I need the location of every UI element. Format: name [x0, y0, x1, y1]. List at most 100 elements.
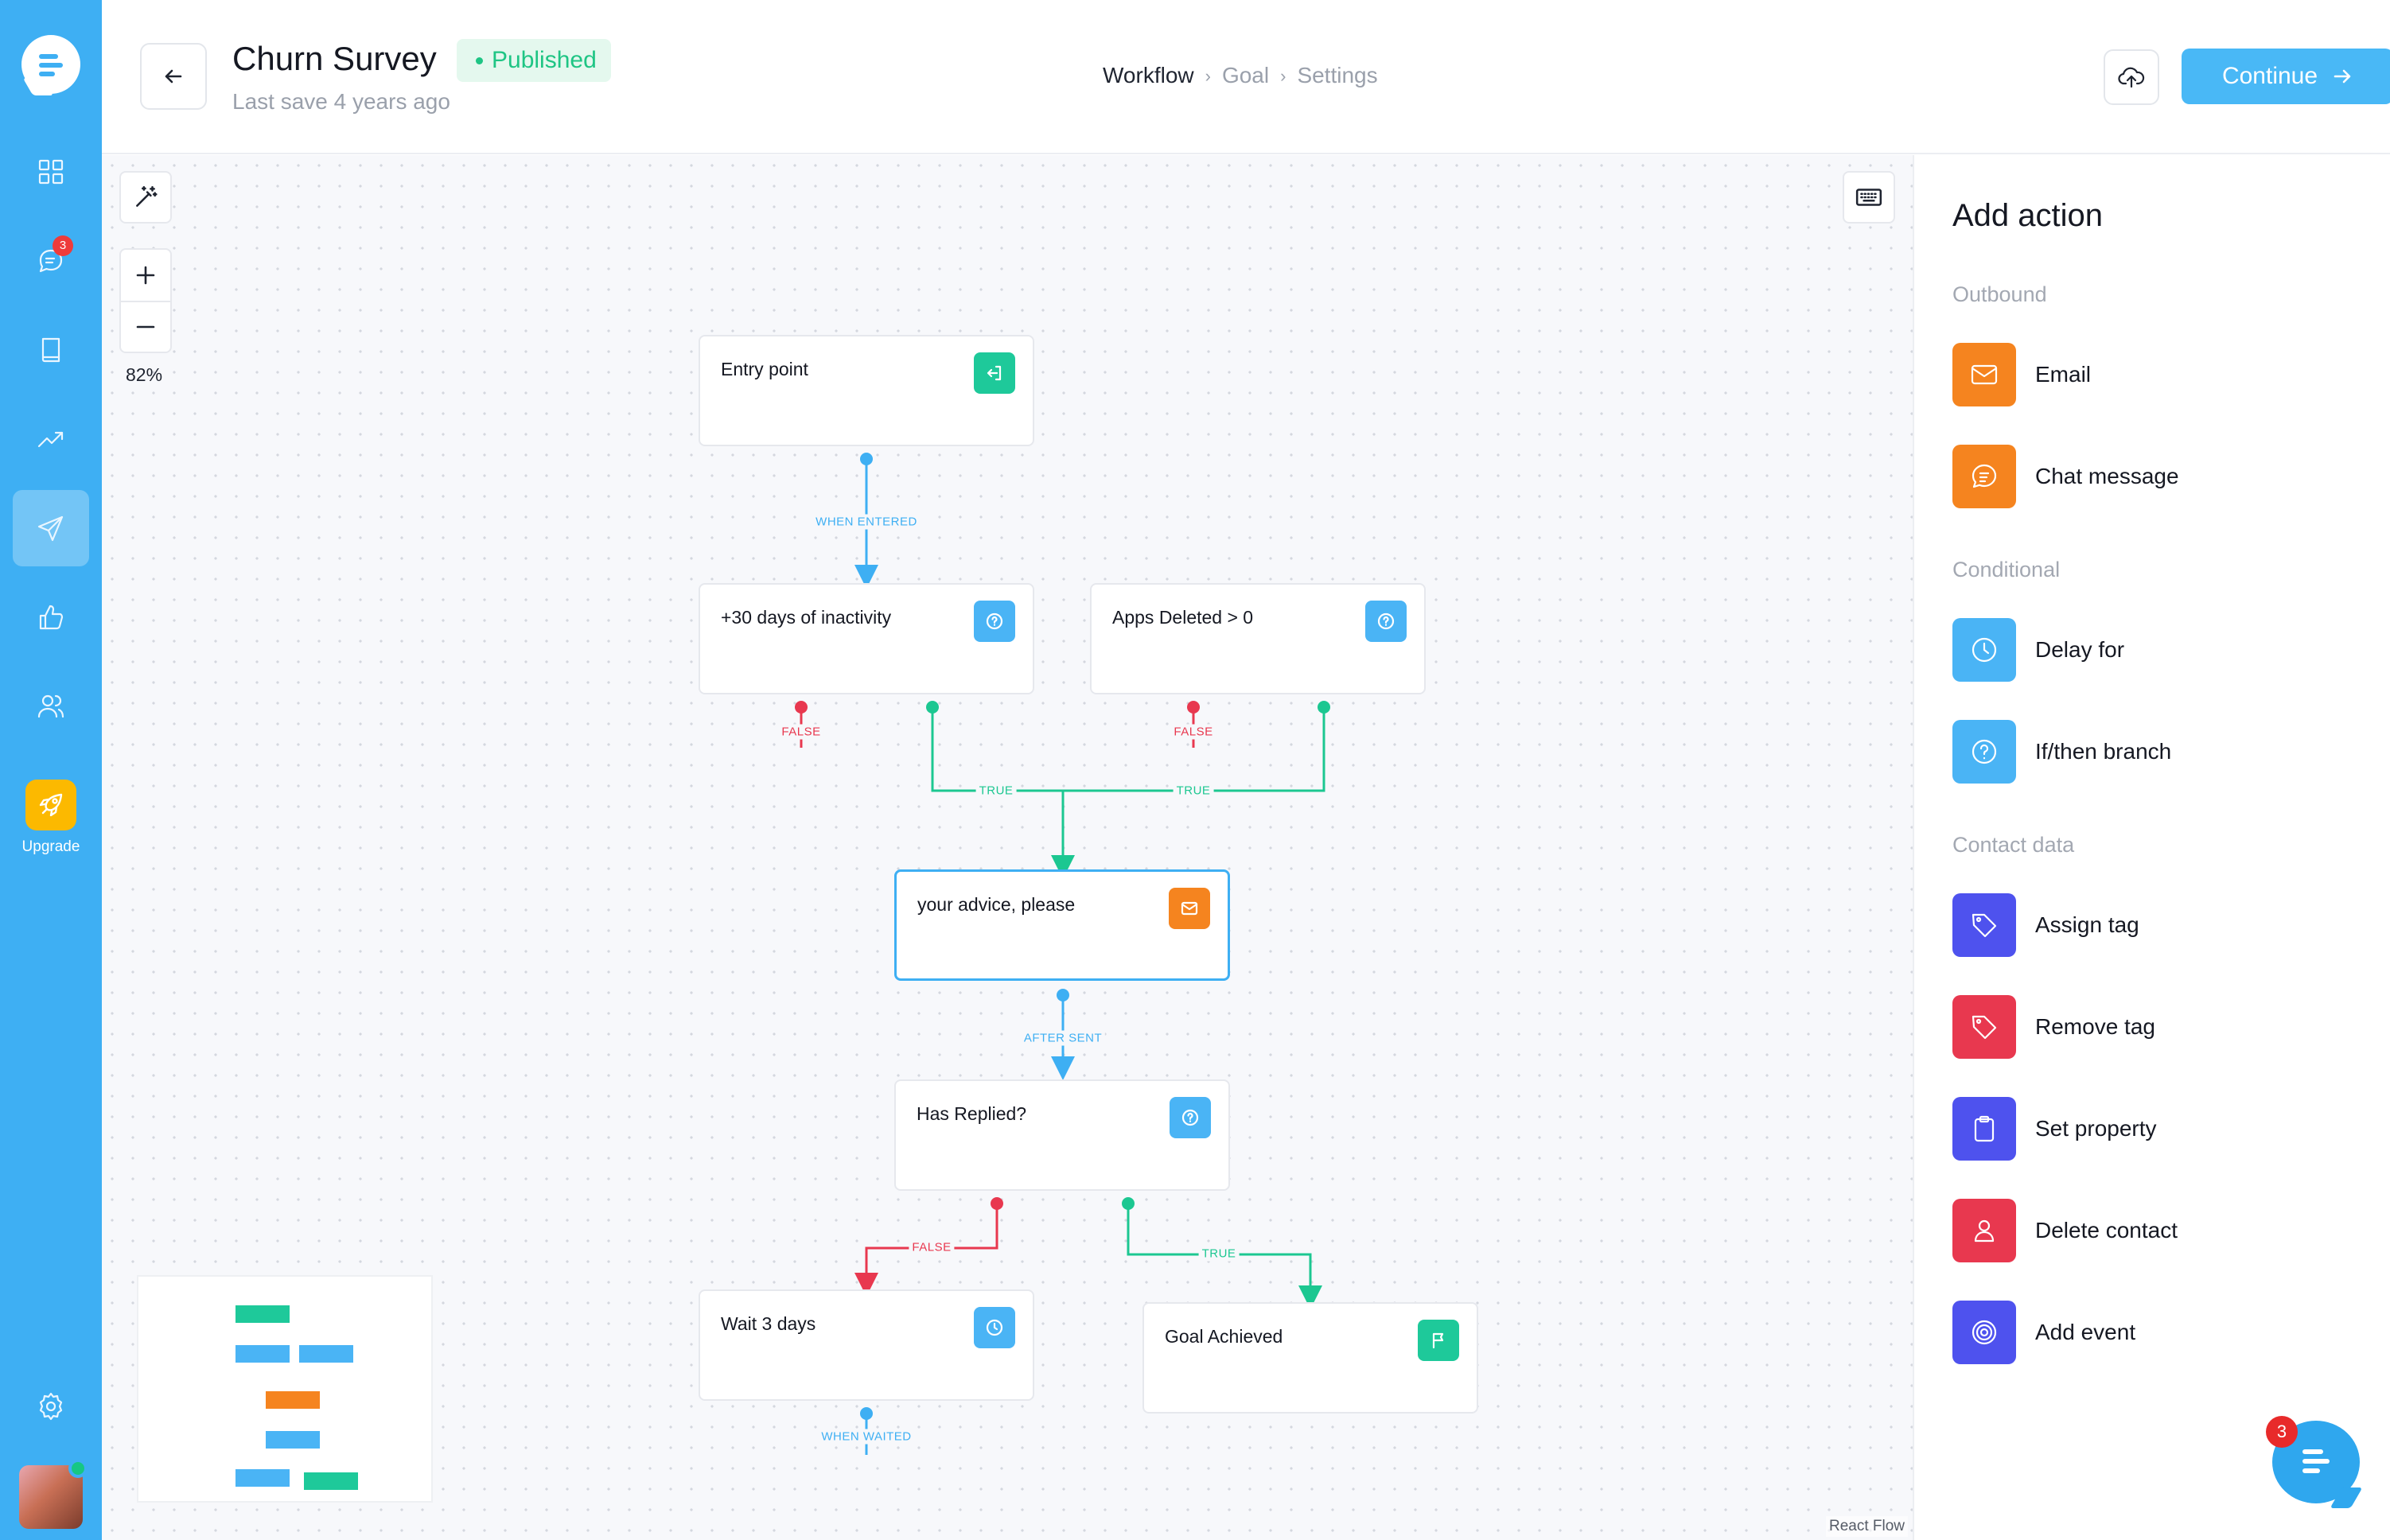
- sidebar-item-dashboard[interactable]: [13, 134, 89, 210]
- chat-widget-badge: 3: [2266, 1416, 2298, 1448]
- wait-output-handle[interactable]: [860, 1407, 873, 1420]
- node-has-replied[interactable]: Has Replied?: [894, 1079, 1230, 1191]
- minimap-node: [235, 1345, 290, 1363]
- clock-icon: [974, 1307, 1015, 1348]
- plus-icon: [136, 266, 155, 285]
- last-save-text: Last save 4 years ago: [232, 89, 450, 114]
- react-flow-attribution[interactable]: React Flow: [1825, 1516, 1908, 1537]
- tag-icon: [1952, 995, 2016, 1059]
- breadcrumb-separator: ›: [1280, 66, 1286, 86]
- thumbs-up-icon: [39, 605, 64, 630]
- action-delay-for[interactable]: Delay for: [1952, 618, 2124, 682]
- online-status-dot: [68, 1459, 88, 1478]
- edge-label-when-entered: WHEN ENTERED: [812, 514, 921, 530]
- minimap-node: [235, 1305, 290, 1323]
- minimap-node: [235, 1469, 290, 1487]
- users-icon: [37, 694, 64, 718]
- node-goal-achieved[interactable]: Goal Achieved: [1142, 1302, 1478, 1414]
- mail-icon: [1952, 343, 2016, 406]
- send-icon: [37, 515, 64, 542]
- edge-label-false: FALSE: [1170, 724, 1216, 740]
- inactivity-false-handle[interactable]: [795, 701, 808, 714]
- question-icon: [974, 601, 1015, 642]
- node-label: Apps Deleted > 0: [1112, 607, 1254, 628]
- user-avatar[interactable]: [19, 1459, 88, 1529]
- chat-bubble-icon: [39, 249, 63, 273]
- entry-output-handle[interactable]: [860, 453, 873, 465]
- node-label: Goal Achieved: [1165, 1326, 1283, 1347]
- action-delete-contact[interactable]: Delete contact: [1952, 1199, 2178, 1262]
- action-label: Delete contact: [2035, 1218, 2178, 1242]
- target-icon: [1952, 1301, 2016, 1364]
- clock-icon: [1952, 618, 2016, 682]
- replied-true-handle[interactable]: [1122, 1197, 1135, 1210]
- edge-label-false: FALSE: [909, 1239, 955, 1255]
- action-label: Remove tag: [2035, 1014, 2155, 1039]
- edge-label-after-sent: AFTER SENT: [1020, 1030, 1106, 1046]
- node-advice-email[interactable]: your advice, please: [894, 869, 1230, 981]
- panel-title: Add action: [1952, 198, 2104, 233]
- keyboard-icon: [1855, 189, 1882, 206]
- sidebar: 3 Upgrade: [0, 0, 102, 1540]
- apps-false-handle[interactable]: [1187, 701, 1200, 714]
- publish-upload-button[interactable]: [2104, 49, 2159, 105]
- action-remove-tag[interactable]: Remove tag: [1952, 995, 2155, 1059]
- sidebar-item-knowledge[interactable]: [13, 312, 89, 388]
- node-wait[interactable]: Wait 3 days: [699, 1289, 1034, 1401]
- edge-label-true: TRUE: [1173, 783, 1214, 799]
- action-label: Chat message: [2035, 464, 2179, 488]
- apps-true-handle[interactable]: [1318, 701, 1330, 714]
- rocket-icon: [25, 780, 76, 830]
- edge-label-false: FALSE: [778, 724, 824, 740]
- sidebar-item-settings[interactable]: [13, 1368, 89, 1445]
- action-add-event[interactable]: Add event: [1952, 1301, 2135, 1364]
- sidebar-item-contacts[interactable]: [13, 668, 89, 745]
- dashboard-grid-icon: [38, 159, 64, 185]
- action-if-then-branch[interactable]: If/then branch: [1952, 720, 2171, 784]
- workflow-canvas[interactable]: 82% WHEN ENTERED: [102, 155, 1913, 1540]
- action-chat-message[interactable]: Chat message: [1952, 445, 2179, 508]
- sidebar-item-campaigns[interactable]: [13, 490, 89, 566]
- continue-label: Continue: [2221, 63, 2318, 89]
- cloud-upload-icon: [2118, 67, 2145, 88]
- action-label: Delay for: [2035, 637, 2125, 662]
- inactivity-true-handle[interactable]: [926, 701, 939, 714]
- action-assign-tag[interactable]: Assign tag: [1952, 893, 2139, 957]
- breadcrumb-goal[interactable]: Goal: [1221, 63, 1270, 88]
- minus-icon: [136, 325, 155, 329]
- back-button[interactable]: [140, 43, 207, 110]
- zoom-out-button[interactable]: [121, 301, 170, 352]
- replied-false-handle[interactable]: [991, 1197, 1003, 1210]
- keyboard-shortcuts-button[interactable]: [1843, 171, 1895, 224]
- auto-layout-button[interactable]: [119, 171, 172, 224]
- action-set-property[interactable]: Set property: [1952, 1097, 2157, 1161]
- action-label: If/then branch: [2035, 739, 2172, 764]
- zoom-in-button[interactable]: [121, 250, 170, 301]
- app-logo-icon[interactable]: [21, 35, 80, 94]
- breadcrumb-settings[interactable]: Settings: [1297, 63, 1378, 88]
- minimap-node: [299, 1345, 353, 1363]
- minimap-node: [266, 1391, 320, 1409]
- status-badge: Published: [457, 39, 611, 82]
- sidebar-item-conversations[interactable]: 3: [13, 223, 89, 299]
- breadcrumb-workflow[interactable]: Workflow: [1103, 63, 1194, 88]
- advice-output-handle[interactable]: [1057, 989, 1069, 1001]
- node-inactivity[interactable]: +30 days of inactivity: [699, 583, 1034, 694]
- sidebar-item-feedback[interactable]: [13, 579, 89, 655]
- minimap[interactable]: [137, 1275, 433, 1503]
- chat-message-icon: [1952, 445, 2016, 508]
- question-icon: [1170, 1097, 1211, 1138]
- edge-true-apps[interactable]: [1063, 707, 1325, 792]
- upgrade-button[interactable]: Upgrade: [0, 780, 102, 856]
- top-header: Churn Survey Published Last save 4 years…: [102, 0, 2390, 154]
- entry-icon: [974, 352, 1015, 394]
- sidebar-item-analytics[interactable]: [13, 401, 89, 477]
- action-email[interactable]: Email: [1952, 343, 2091, 406]
- question-icon: [1365, 601, 1407, 642]
- trending-up-icon: [37, 431, 64, 448]
- arrow-right-icon: [2334, 69, 2351, 84]
- node-entry-point[interactable]: Entry point: [699, 335, 1034, 446]
- continue-button[interactable]: Continue: [2182, 49, 2390, 104]
- node-apps-deleted[interactable]: Apps Deleted > 0: [1090, 583, 1426, 694]
- section-contact-data: Contact data: [1952, 833, 2075, 857]
